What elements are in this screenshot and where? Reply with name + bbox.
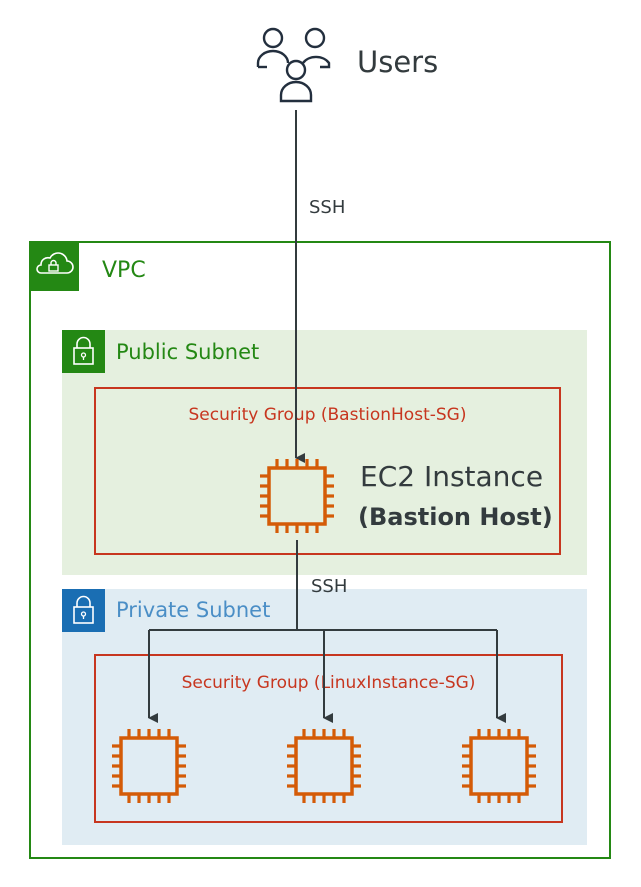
users-label: Users (357, 45, 439, 79)
private-subnet-label: Private Subnet (116, 598, 271, 622)
lock-icon (73, 595, 94, 624)
private-ec2-icon-3 (462, 729, 536, 803)
public-subnet-badge (62, 330, 105, 373)
bastion-instance-title: EC2 Instance (360, 460, 544, 493)
vpc-container (29, 241, 611, 859)
vpc-badge (29, 241, 79, 291)
private-subnet-badge (62, 589, 105, 632)
bastion-ec2-icon (260, 459, 334, 533)
public-subnet (62, 330, 587, 575)
public-subnet-label: Public Subnet (116, 340, 260, 364)
cloud-lock-icon (36, 252, 74, 274)
bastion-instance-subtitle: (Bastion Host) (358, 503, 553, 531)
lock-icon (73, 336, 94, 365)
ssh-label-bottom: SSH (311, 576, 348, 597)
ssh-label-top: SSH (309, 197, 346, 218)
bastion-security-group (94, 387, 561, 555)
vpc-label: VPC (102, 258, 146, 283)
bastion-security-group-label: Security Group (BastionHost-SG) (188, 405, 467, 425)
users-icon (256, 27, 331, 103)
private-ec2-icon-2 (287, 729, 361, 803)
linux-security-group (94, 654, 563, 823)
linux-security-group-label: Security Group (LinuxInstance-SG) (181, 673, 476, 693)
private-ec2-icon-1 (112, 729, 186, 803)
